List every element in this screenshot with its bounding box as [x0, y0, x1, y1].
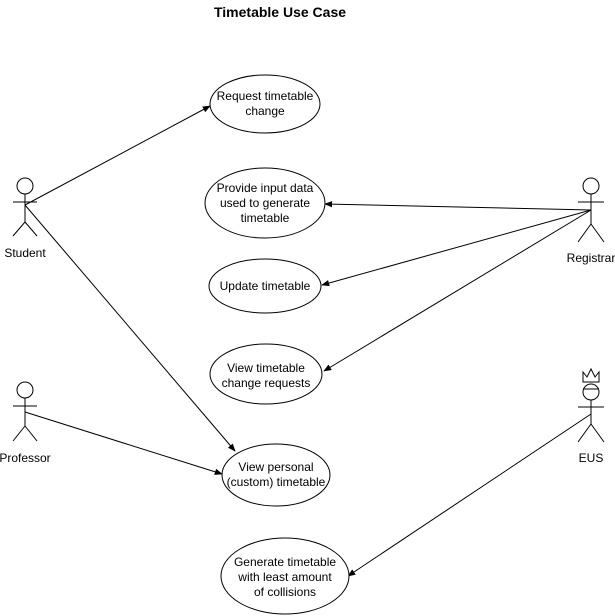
use-case-label: (custom) timetable — [227, 475, 326, 489]
actor-professor-label: Professor — [0, 451, 51, 465]
association-registrar-provide-input — [324, 200, 592, 211]
use-case-request-timetable-change[interactable]: Request timetable change — [209, 74, 321, 134]
use-case-label: View timetable — [227, 361, 305, 375]
association-professor-view-personal — [24, 411, 223, 475]
use-case-label: Provide input data — [217, 181, 314, 195]
use-case-label: of collisions — [254, 585, 316, 599]
actor-head — [582, 383, 600, 401]
use-case-view-change-requests[interactable]: View timetable change requests — [209, 343, 323, 405]
actor-student[interactable]: Student — [4, 177, 46, 260]
use-case-label: change — [245, 104, 285, 118]
actor-head — [16, 381, 34, 399]
crown-icon — [582, 367, 600, 383]
diagram-title: Timetable Use Case — [214, 4, 346, 20]
use-case-label: used to generate — [220, 196, 310, 210]
association-student-view-personal — [24, 204, 236, 452]
use-case-label: Update timetable — [220, 279, 311, 293]
actor-head — [582, 177, 600, 195]
actor-registrar-label: Registrar — [567, 251, 615, 265]
use-case-label: Request timetable — [217, 89, 314, 103]
actor-student-label: Student — [4, 246, 46, 260]
actor-registrar[interactable]: Registrar — [567, 177, 615, 265]
actor-head — [16, 177, 34, 195]
association-registrar-view-requests — [323, 209, 592, 372]
use-case-generate-timetable[interactable]: Generate timetable with least amount of … — [220, 537, 350, 615]
actor-eus[interactable]: EUS — [577, 367, 605, 465]
association-registrar-update — [321, 209, 592, 287]
use-case-label: Generate timetable — [234, 555, 336, 569]
use-case-label: timetable — [241, 211, 290, 225]
association-eus-generate — [347, 413, 592, 577]
use-case-label: with least amount — [237, 570, 332, 584]
actor-professor[interactable]: Professor — [0, 381, 51, 465]
use-case-view-personal-timetable[interactable]: View personal (custom) timetable — [221, 443, 331, 507]
actor-eus-label: EUS — [579, 451, 604, 465]
use-case-label: View personal — [238, 460, 313, 474]
use-case-update-timetable[interactable]: Update timetable — [208, 258, 322, 314]
use-case-label: change requests — [222, 376, 311, 390]
association-student-request-change — [24, 105, 211, 206]
use-case-provide-input-data[interactable]: Provide input data used to generate time… — [204, 167, 326, 239]
